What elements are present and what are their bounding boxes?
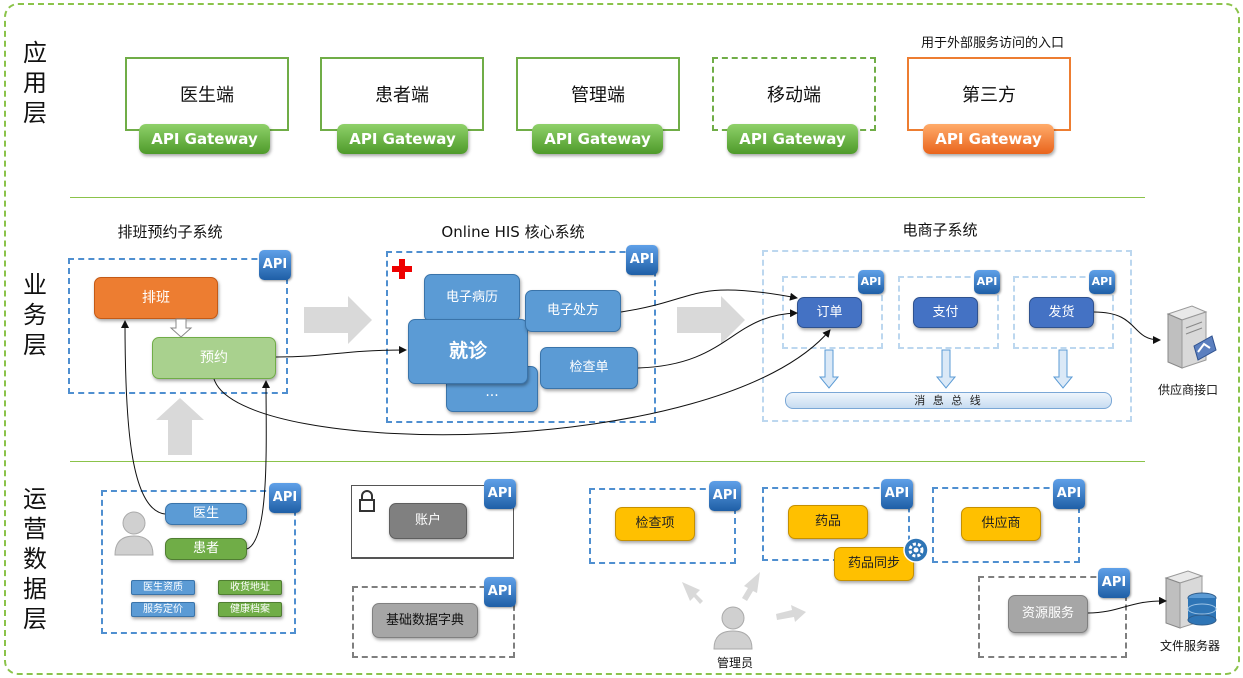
dict-api-icon[interactable]: API <box>484 577 516 607</box>
tag-health-record: 健康档案 <box>218 602 282 617</box>
client-doctor: 医生端 <box>125 57 289 131</box>
resource-api-icon[interactable]: API <box>1098 568 1130 598</box>
admin-avatar-icon <box>712 604 754 650</box>
account-box <box>351 485 514 559</box>
pay-box <box>898 276 999 349</box>
account-node[interactable]: 账户 <box>389 503 467 539</box>
ecommerce-title: 电商子系统 <box>902 221 978 239</box>
patient-node[interactable]: 患者 <box>165 538 247 560</box>
dict-node[interactable]: 基础数据字典 <box>372 603 478 638</box>
prescription-node[interactable]: 电子处方 <box>525 290 621 332</box>
his-title: Online HIS 核心系统 <box>441 223 585 241</box>
drug-node[interactable]: 药品 <box>788 505 868 539</box>
layer-label-biz: 业务层 <box>23 271 47 359</box>
supplier-interface-label: 供应商接口 <box>1157 383 1218 397</box>
resource-service-node[interactable]: 资源服务 <box>1008 595 1088 633</box>
separator-app-biz <box>70 197 1145 198</box>
user-data-box <box>101 490 296 634</box>
order-api-icon[interactable]: API <box>858 270 884 294</box>
drug-api-icon[interactable]: API <box>881 479 913 509</box>
third-party-note: 用于外部服务访问的入口 <box>920 36 1064 51</box>
schedule-title: 排班预约子系统 <box>117 223 223 241</box>
exam-item-node[interactable]: 检查项 <box>615 507 695 541</box>
tag-shipping-address: 收货地址 <box>218 580 282 595</box>
account-api-icon[interactable]: API <box>484 479 516 509</box>
file-server-icon <box>1160 568 1220 634</box>
order-node[interactable]: 订单 <box>797 297 862 328</box>
pay-node[interactable]: 支付 <box>913 297 978 328</box>
supplier-node[interactable]: 供应商 <box>961 507 1041 541</box>
supplier-api-icon[interactable]: API <box>1053 479 1085 509</box>
separator-biz-ops <box>70 461 1145 462</box>
supplier-server-icon <box>1158 302 1218 374</box>
drug-sync-node[interactable]: 药品同步 <box>834 547 914 581</box>
emr-node[interactable]: 电子病历 <box>424 274 520 322</box>
resource-box <box>978 576 1127 658</box>
his-api-icon[interactable]: API <box>626 245 658 275</box>
ship-api-icon[interactable]: API <box>1089 270 1115 294</box>
layer-label-ops: 运营数据层 <box>23 485 47 633</box>
exam-item-box <box>589 488 736 564</box>
user-api-icon[interactable]: API <box>269 483 301 513</box>
red-cross-icon <box>391 258 413 280</box>
client-admin: 管理端 <box>516 57 680 131</box>
client-third-party: 第三方 <box>907 57 1071 131</box>
visit-node[interactable]: 就诊 <box>408 319 528 384</box>
exam-order-node[interactable]: 检查单 <box>540 347 638 389</box>
schedule-api-icon[interactable]: API <box>259 250 291 280</box>
dict-box <box>352 586 515 658</box>
tag-doctor-qualification: 医生资质 <box>131 580 195 595</box>
file-server-label: 文件服务器 <box>1159 639 1220 653</box>
gateway-admin[interactable]: API Gateway <box>532 124 663 154</box>
lock-icon <box>358 490 376 512</box>
gateway-doctor[interactable]: API Gateway <box>139 124 270 154</box>
diagram-frame <box>4 3 1240 675</box>
schedule-box <box>68 258 288 394</box>
order-box <box>782 276 883 349</box>
gateway-mobile[interactable]: API Gateway <box>727 124 858 154</box>
gear-icon <box>903 537 929 563</box>
gateway-patient[interactable]: API Gateway <box>337 124 468 154</box>
doctor-node[interactable]: 医生 <box>165 503 247 525</box>
yuyue-node[interactable]: 预约 <box>152 337 276 379</box>
client-mobile: 移动端 <box>712 57 876 131</box>
layer-label-app: 应用层 <box>23 39 47 127</box>
pay-api-icon[interactable]: API <box>974 270 1000 294</box>
client-patient: 患者端 <box>320 57 484 131</box>
message-bus: 消 息 总 线 <box>785 392 1112 409</box>
supplier-box <box>932 487 1080 563</box>
paiban-node[interactable]: 排班 <box>94 277 218 319</box>
user-avatar-icon <box>112 508 156 556</box>
admin-label: 管理员 <box>716 656 753 670</box>
tag-service-pricing: 服务定价 <box>131 602 195 617</box>
ship-node[interactable]: 发货 <box>1029 297 1094 328</box>
gateway-third-party[interactable]: API Gateway <box>923 124 1054 154</box>
exam-item-api-icon[interactable]: API <box>709 481 741 511</box>
